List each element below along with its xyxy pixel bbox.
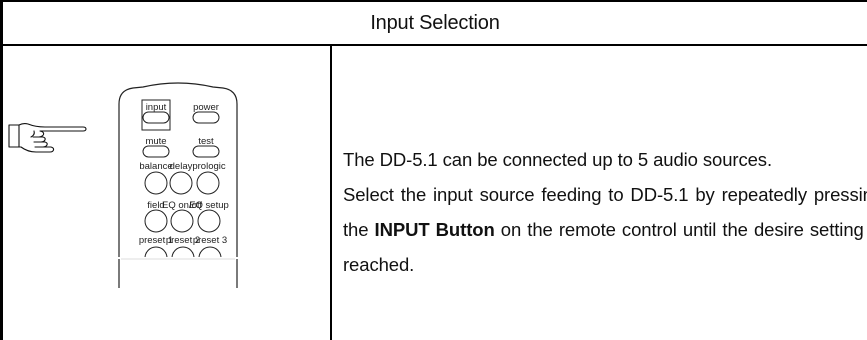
border-top <box>0 0 867 2</box>
input-button <box>142 111 170 124</box>
preset-3-button-label: preset 3 <box>193 235 227 246</box>
remote-figure-cell: input power mute test balance delay prol… <box>3 46 330 340</box>
preset-3-button <box>198 246 222 259</box>
pointing-hand-icon <box>8 123 87 153</box>
description-text: The DD-5.1 can be connected up to 5 audi… <box>343 142 867 282</box>
preset-2-button <box>171 246 195 259</box>
mute-button <box>142 145 170 158</box>
input-button-highlight <box>141 99 171 131</box>
preset-1-button-label: preset 1 <box>139 235 173 246</box>
mute-button-label: mute <box>145 136 166 147</box>
field-button <box>144 209 168 233</box>
remote-body <box>118 82 238 288</box>
test-button <box>192 145 220 158</box>
balance-button <box>144 171 168 195</box>
eq-on-off-button <box>170 209 194 233</box>
input-button-reference: INPUT Button <box>374 219 495 240</box>
description-text-pre: Select the input source feeding to DD-5.… <box>343 184 867 240</box>
description-text-post: on the remote control until the desire s… <box>343 219 867 275</box>
balance-button-label: balance <box>139 161 172 172</box>
border-title-bottom <box>0 44 867 46</box>
description-cell: The DD-5.1 can be connected up to 5 audi… <box>333 46 867 340</box>
section-title: Input Selection <box>370 11 500 34</box>
prologic-button <box>196 171 220 195</box>
preset-2-button-label: preset 2 <box>166 235 200 246</box>
description-paragraph: Select the input source feeding to DD-5.… <box>343 177 867 282</box>
eq-setup-button-label: EQ setup <box>189 200 229 211</box>
input-button-label: input <box>146 102 167 113</box>
power-button <box>192 111 220 124</box>
delay-button-label: delay <box>170 161 193 172</box>
eq-setup-button <box>197 209 221 233</box>
preset-1-button <box>144 246 168 259</box>
prologic-button-label: prologic <box>192 161 226 172</box>
border-column-divider <box>330 44 332 340</box>
remote-illustration: input power mute test balance delay prol… <box>8 82 243 288</box>
description-line-1: The DD-5.1 can be connected up to 5 audi… <box>343 149 772 170</box>
delay-button <box>169 171 193 195</box>
eq-on-off-button-label: EQ on/off <box>162 200 202 211</box>
test-button-label: test <box>198 136 214 147</box>
power-button-label: power <box>193 102 219 113</box>
field-button-label: field <box>147 200 164 211</box>
border-left <box>0 0 3 340</box>
